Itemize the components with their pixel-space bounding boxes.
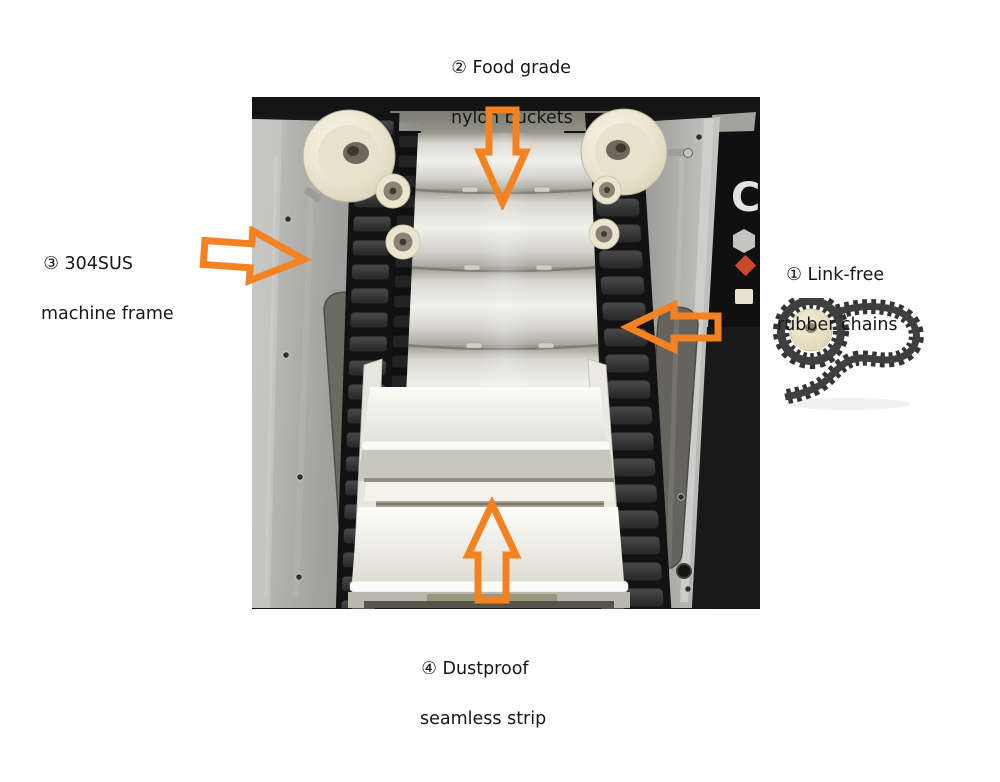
machine-photo-svg: CU <box>252 97 760 609</box>
arrow-down-icon <box>474 106 531 210</box>
label-dustproof-seamless-strip: ④ Dustproof seamless strip <box>399 632 546 782</box>
arrow-left-icon <box>620 299 722 355</box>
label-link-free-rubber-chains: ① Link-free rubber chains <box>764 238 898 388</box>
banner-text: CU <box>731 175 760 221</box>
rubber-chain-sample <box>773 293 924 405</box>
label-line-1: ① Link-free <box>786 265 885 285</box>
banner-logo-diamond <box>734 254 757 277</box>
annotated-machine-diagram: CU <box>21 31 931 729</box>
label-line-1: ④ Dustproof <box>421 659 529 679</box>
label-304sus-machine-frame: ③ 304SUS machine frame <box>21 227 174 377</box>
label-line-2: machine frame <box>41 304 174 324</box>
nylon-pulleys <box>302 108 693 260</box>
frame-screws <box>282 133 703 593</box>
label-line-2: seamless strip <box>420 709 547 729</box>
arrow-right-icon <box>199 226 313 286</box>
label-line-1: ② Food grade <box>451 58 571 78</box>
nylon-roller <box>588 218 620 250</box>
rubber-chain-sample-svg <box>773 293 924 410</box>
label-line-1: ③ 304SUS <box>43 254 133 274</box>
label-food-grade-nylon-buckets: ② Food grade nylon buckets <box>429 31 573 181</box>
arrow-up-icon <box>462 497 522 604</box>
nylon-roller <box>385 224 421 260</box>
sample-pulley <box>789 308 833 352</box>
machine-photo: CU <box>252 97 760 609</box>
nylon-roller <box>375 173 411 209</box>
rubber-chain-inset-photo <box>773 293 931 418</box>
banner-logo-badge <box>735 289 753 304</box>
label-line-2: rubber chains <box>777 315 898 335</box>
chain-shadow <box>786 398 910 410</box>
banner-logo-hexagon <box>733 229 755 253</box>
nylon-roller <box>592 175 622 205</box>
dustproof-strip-trays <box>348 358 630 609</box>
